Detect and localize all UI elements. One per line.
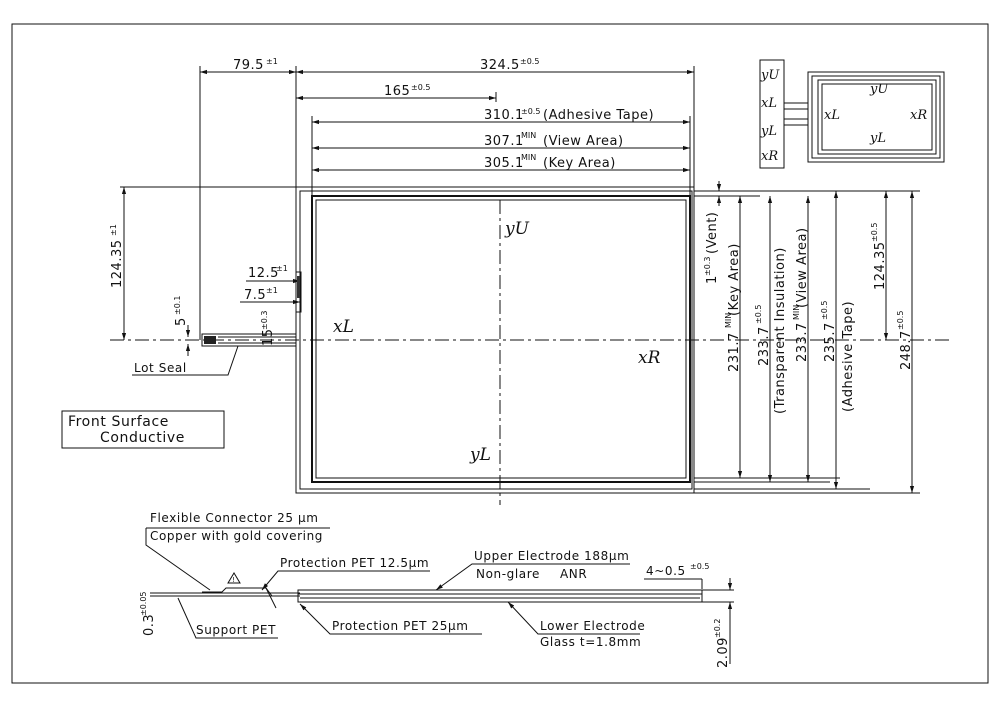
dim-305-1: 305.1	[484, 156, 524, 171]
pin-xR: xR	[761, 149, 778, 164]
dim-310-1-note: (Adhesive Tape)	[543, 108, 654, 123]
dim-233-7-view: 233.7	[795, 322, 810, 362]
dim-324-5-tol: ±0.5	[520, 57, 539, 66]
dim-15-tol: ±0.3	[260, 311, 269, 330]
left-dimensions: 124.35 ±1 5 ±0.1 12.5 ±1 7.5 ±1 15 ±0.3 …	[109, 186, 302, 376]
dim-12-5-tol: ±1	[276, 264, 288, 273]
dim-12-5: 12.5	[248, 266, 279, 281]
dim-165: 165	[384, 84, 410, 99]
glass-label: Glass t=1.8mm	[540, 635, 641, 649]
dim-165-tol: ±0.5	[411, 83, 430, 92]
cross-section: ! Flexible Connector 25 μm Copper with g…	[139, 511, 734, 668]
dim-233-7-ins: 233.7	[757, 326, 772, 366]
gap-dim: 4~0.5	[646, 564, 686, 578]
dim-7-5: 7.5	[244, 288, 266, 303]
dim-235-7-tol: ±0.5	[820, 301, 829, 320]
drawing-frame	[11, 23, 989, 684]
dim-233-7-ins-tol: ±0.5	[754, 305, 763, 324]
dim-124-35-left: 124.35	[110, 240, 125, 289]
dim-307-1: 307.1	[484, 134, 524, 149]
gap-dim-tol: ±0.5	[690, 562, 709, 571]
dim-307-1-tol: MIN	[521, 131, 536, 140]
label-yU: yU	[504, 219, 530, 239]
dim-124-35-left-tol: ±1	[109, 224, 118, 236]
dim-vent-note: (Vent)	[705, 212, 720, 254]
non-glare-label: Non-glare	[476, 567, 540, 581]
total-thickness-tol: ±0.2	[713, 619, 722, 638]
anr-label: ANR	[560, 567, 587, 581]
thin-dim-tol: ±0.05	[139, 591, 148, 616]
inset-yU: yU	[869, 82, 889, 97]
pin-yL: yL	[760, 124, 777, 139]
pin-xL: xL	[761, 96, 777, 111]
dim-124-35-right-tol: ±0.5	[870, 223, 879, 242]
dim-vent-tol: ±0.3	[703, 257, 712, 276]
upper-electrode-label: Upper Electrode 188μm	[474, 549, 629, 563]
inset-xL: xL	[824, 108, 840, 123]
lower-electrode-label: Lower Electrode	[540, 619, 645, 633]
top-dimensions: 79.5 ±1 324.5 ±0.5 165 ±0.5 310.1 ±0.5 (…	[199, 57, 695, 340]
protection-pet-bottom-label: Protection PET 25μm	[332, 619, 468, 633]
warning-icon	[227, 572, 241, 584]
dim-235-7: 235.7	[823, 322, 838, 362]
pin-yU: yU	[760, 68, 780, 83]
dim-5-tol: ±0.1	[173, 296, 182, 315]
front-surface-line1: Front Surface	[68, 414, 169, 430]
dim-324-5: 324.5	[480, 58, 520, 73]
dim-305-1-tol: MIN	[521, 153, 536, 162]
dim-248-7-tol: ±0.5	[896, 311, 905, 330]
dim-233-7-view-tol: MIN	[792, 305, 801, 320]
flex-connector-label: Flexible Connector 25 μm	[150, 511, 319, 525]
protection-pet-top-label: Protection PET 12.5μm	[280, 556, 429, 570]
copper-label: Copper with gold covering	[150, 529, 323, 543]
warning-mark: !	[232, 576, 235, 584]
dim-233-7-view-note: (View Area)	[795, 227, 810, 308]
dim-231-7-note: (Key Area)	[727, 243, 742, 316]
label-xR: xR	[638, 348, 661, 368]
front-surface-note: Front Surface Conductive	[61, 410, 225, 449]
dim-231-7: 231.7	[727, 332, 742, 372]
inset-yL: yL	[869, 131, 886, 146]
thin-dim: 0.3	[142, 614, 157, 636]
dim-7-5-tol: ±1	[266, 286, 278, 295]
dim-124-35-right: 124.35	[873, 242, 888, 291]
right-dimensions: 1 ±0.3 (Vent) 231.7 MIN (Key Area) 233.7…	[703, 181, 915, 493]
dim-5: 5	[174, 317, 189, 326]
dim-310-1: 310.1	[484, 108, 524, 123]
support-pet-label: Support PET	[196, 623, 276, 637]
dim-248-7: 248.7	[899, 330, 914, 370]
electrode-inset: yU xL xR yL	[807, 71, 945, 163]
label-xL: xL	[333, 317, 354, 337]
front-surface-line2: Conductive	[100, 430, 185, 446]
dim-233-7-ins-note: (Transparent Insulation)	[773, 247, 788, 414]
pin-assignment: yU xL yL xR	[759, 59, 808, 169]
dim-231-7-tol: MIN	[724, 313, 733, 328]
dim-305-1-note: (Key Area)	[543, 156, 616, 171]
lot-seal-label: Lot Seal	[134, 361, 187, 375]
dim-307-1-note: (View Area)	[543, 134, 624, 149]
dim-vent: 1	[705, 275, 720, 284]
dim-235-7-note: (Adhesive Tape)	[841, 301, 856, 412]
dim-79-5-tol: ±1	[266, 57, 278, 66]
label-yL: yL	[469, 445, 491, 465]
total-thickness-dim: 2.09	[716, 637, 731, 668]
dim-310-1-tol: ±0.5	[521, 107, 540, 116]
dim-79-5: 79.5	[233, 58, 264, 73]
inset-xR: xR	[910, 108, 927, 123]
